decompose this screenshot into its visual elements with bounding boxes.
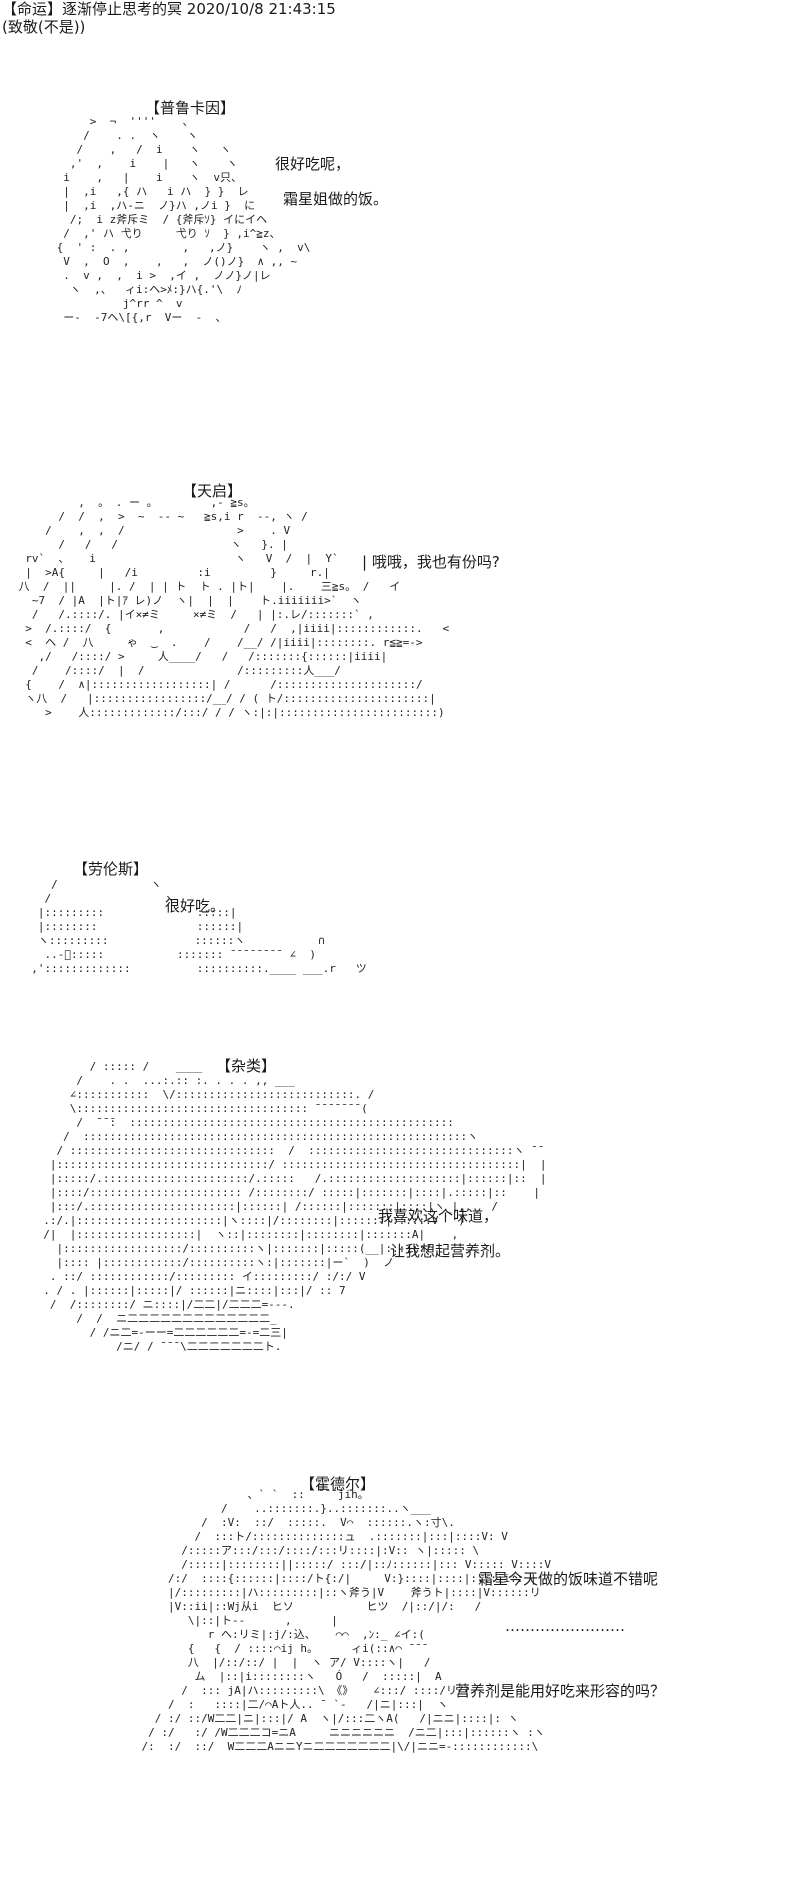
speaker-name: 【天启】: [182, 482, 243, 500]
dialogue-line: 营养剂是能用好吃来形容的吗？: [455, 1682, 666, 1700]
dialogue-line: 我喜欢这个味道，: [378, 1207, 499, 1225]
dialogue-line: 霜星姐做的饭。: [283, 190, 389, 208]
speaker-name: 【杂类】: [216, 1057, 277, 1075]
speaker-name: 【霍德尔】: [300, 1475, 376, 1493]
speaker-name: 【劳伦斯】: [73, 860, 149, 878]
post-subheader-line: (致敬(不是)): [2, 18, 86, 36]
dialogue-line: ……………………: [505, 1617, 625, 1635]
ascii-art-character: / ヽ / ヽ |::::::::: :::::| |:::::::: ::::…: [31, 878, 367, 975]
speaker-name: 【普鲁卡因】: [145, 99, 236, 117]
ascii-art-character: 、` ` :: ̄ ̄ ̄ ̄jih。 / ..:::::::.}..:::::…: [141, 1488, 551, 1753]
dialogue-line: | 哦哦，我也有份吗?: [362, 553, 500, 571]
dialogue-line: 霜星今天做的饭味道不错呢: [478, 1570, 659, 1588]
dialogue-line: 很好吃。: [165, 897, 226, 915]
ascii-art-character: / ::::: / ____ / . . ...:.:: :. . . . ,,…: [43, 1060, 547, 1353]
dialogue-line: 让我想起营养剂。: [390, 1242, 511, 1260]
ascii-art-character: , 。 . ー 。 ,- ≧s。 / / , > ~ -- ~ ≧s,i r -…: [18, 496, 450, 719]
ascii-art-character: > ¬ '''' 、 / . . ヽ ヽ / , / i ヽ ヽ ,' , i …: [56, 115, 311, 324]
dialogue-line: 很好吃呢，: [275, 155, 351, 173]
post-header-line: 【命运】逐渐停止思考的冥 2020/10/8 21:43:15: [2, 0, 336, 18]
